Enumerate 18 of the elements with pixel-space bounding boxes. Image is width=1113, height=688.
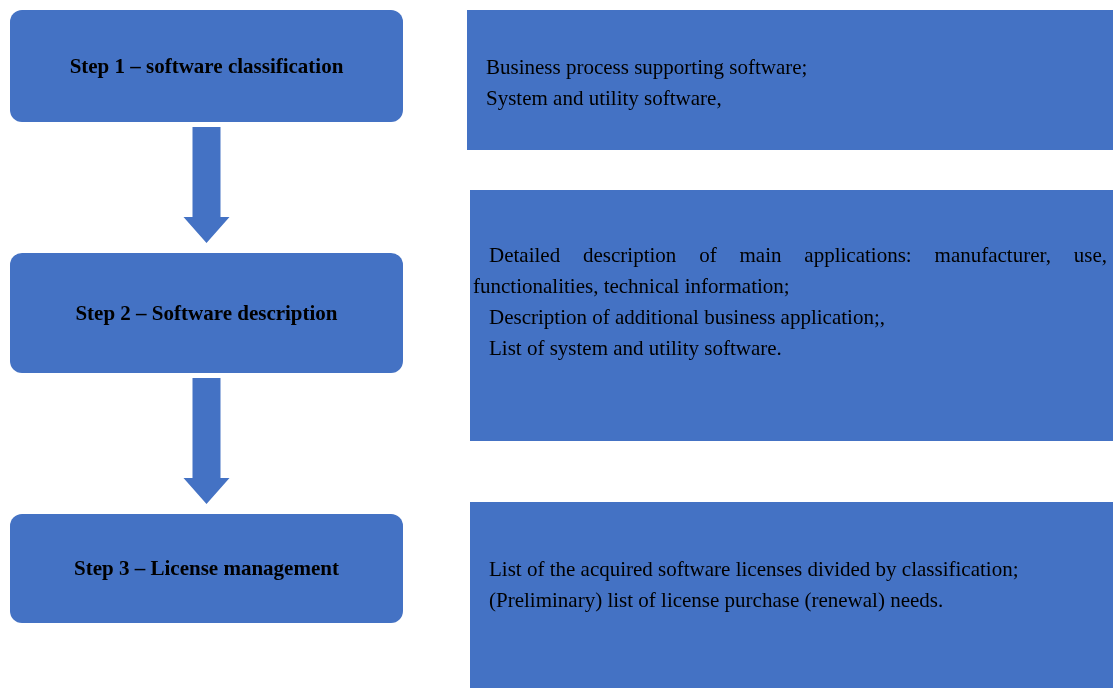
description-text: Description of additional business application;, xyxy=(488,304,886,331)
description-text: (Preliminary) list of license purchase (renewal) needs. xyxy=(488,587,945,614)
description-text: Detailed description of main applications: manufacturer, use, functionalities, technical information; xyxy=(473,242,1107,300)
step-box xyxy=(10,253,403,373)
description-box xyxy=(467,10,1113,150)
description-text: List of the acquired software licenses divided by classification; xyxy=(488,556,1020,583)
block-arrow xyxy=(183,127,230,243)
description-text: Business process supporting software; xyxy=(486,54,809,81)
description-box xyxy=(470,502,1113,688)
description-text: List of system and utility software. xyxy=(488,335,783,362)
step-title: Step 3 – License management xyxy=(74,555,339,582)
description-text: System and utility software, xyxy=(486,85,723,112)
block-arrow xyxy=(183,378,230,504)
step-title: Step 1 – software classification xyxy=(69,52,344,80)
description-box xyxy=(470,190,1113,441)
step-title: Step 2 – Software description xyxy=(75,299,338,327)
step-box xyxy=(10,10,403,122)
step-box xyxy=(10,514,403,623)
